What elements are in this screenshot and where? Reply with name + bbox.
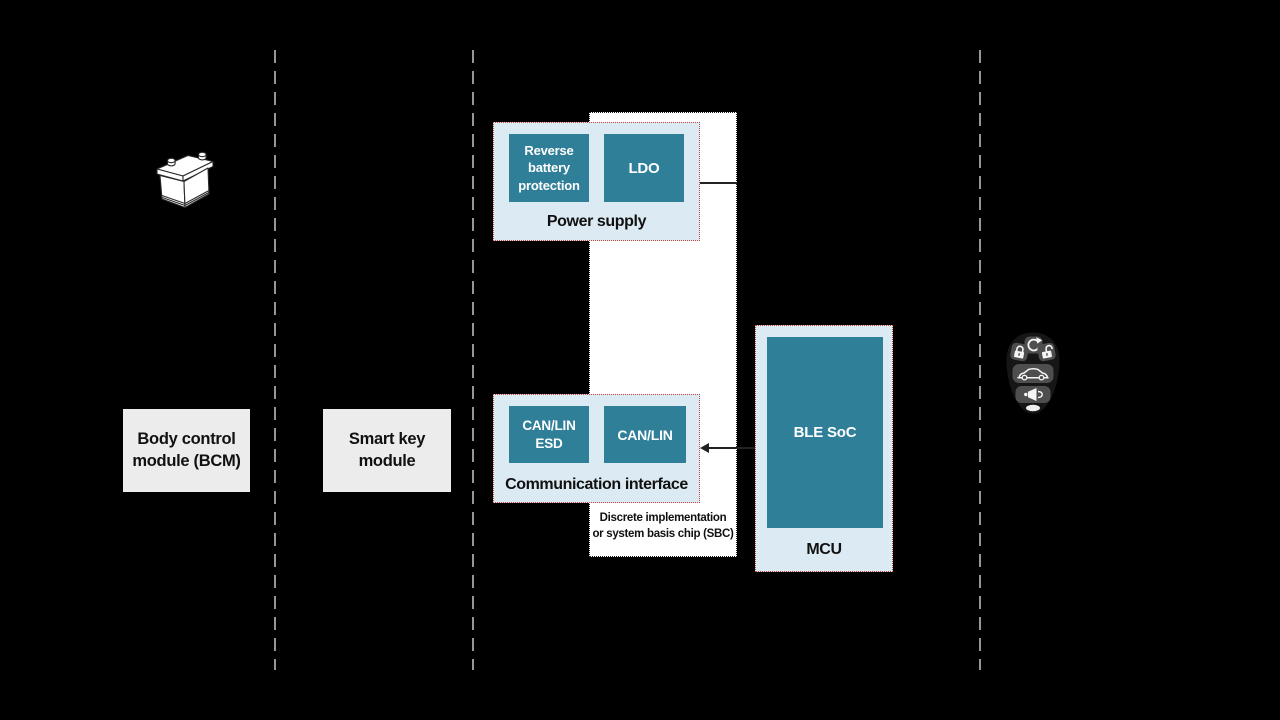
reverse-battery-protection-label: Reverse battery protection xyxy=(518,142,580,193)
bcm-label: Body control module (BCM) xyxy=(132,430,241,470)
sbc-note: Discrete implementation or system basis … xyxy=(584,510,742,542)
fob-led-window xyxy=(1026,404,1040,412)
fob-panic-button-icon xyxy=(1015,386,1051,403)
smart-key-module-box: Smart key module xyxy=(323,409,451,492)
lane-divider xyxy=(979,50,981,670)
comm-interface-label: Communication interface xyxy=(505,476,688,493)
ldo-label: LDO xyxy=(628,159,660,177)
can-lin-chip: CAN/LIN xyxy=(604,406,686,463)
sbc-note-line2: or system basis chip (SBC) xyxy=(592,528,734,540)
connector-arrowhead-icon xyxy=(700,443,709,453)
can-lin-esd-label: CAN/LIN ESD xyxy=(522,417,576,451)
lane-divider xyxy=(274,50,276,670)
can-lin-esd-chip: CAN/LIN ESD xyxy=(509,406,589,463)
mcu-panel: BLE SoC MCU xyxy=(755,325,893,572)
connector-line-can xyxy=(708,447,755,449)
ble-soc-chip: BLE SoC xyxy=(767,337,883,528)
power-supply-label: Power supply xyxy=(546,213,647,230)
power-supply-panel: Reverse battery protection LDO Power sup… xyxy=(493,122,700,241)
reverse-battery-protection-chip: Reverse battery protection xyxy=(509,134,589,202)
ble-soc-label: BLE SoC xyxy=(793,424,857,441)
car-battery-icon xyxy=(150,149,220,216)
fob-lock-button-icon xyxy=(1010,342,1029,362)
fob-unlock-button-icon xyxy=(1037,342,1056,362)
fob-trunk-button-icon xyxy=(1012,364,1054,383)
key-fob-icon xyxy=(1001,331,1065,420)
ldo-chip: LDO xyxy=(604,134,684,202)
smart-key-module-label: Smart key module xyxy=(348,430,426,470)
connector-line-power xyxy=(699,182,737,184)
can-lin-label: CAN/LIN xyxy=(617,426,673,443)
mcu-label: MCU xyxy=(806,541,842,558)
comm-interface-panel: CAN/LIN ESD CAN/LIN Communication interf… xyxy=(493,394,700,503)
bcm-box: Body control module (BCM) xyxy=(123,409,250,492)
sbc-note-line1: Discrete implementation xyxy=(599,512,727,524)
lane-divider xyxy=(472,50,474,670)
